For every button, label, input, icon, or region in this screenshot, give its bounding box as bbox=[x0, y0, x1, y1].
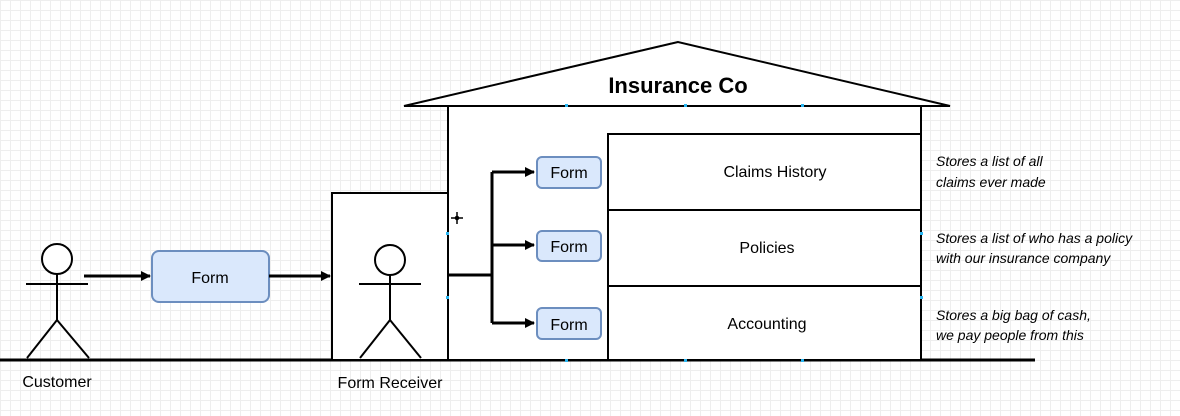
policies-form-box bbox=[536, 230, 602, 262]
accounting-form-box bbox=[536, 307, 602, 340]
department-table bbox=[607, 133, 922, 361]
connection-handles bbox=[446, 104, 923, 362]
move-cursor-icon bbox=[451, 212, 463, 224]
form-receiver-icon bbox=[359, 244, 422, 359]
note-policies-line-1: Stores a list of who has a policy bbox=[936, 230, 1133, 246]
note-claims-line-1: Stores a list of all bbox=[936, 153, 1043, 169]
note-accounting-line-1: Stores a big bag of cash, bbox=[936, 307, 1091, 323]
form-receiver-label: Form Receiver bbox=[338, 375, 444, 392]
claims-form-label: Form bbox=[550, 165, 587, 182]
claims-form-box bbox=[536, 156, 602, 189]
department-claims-history: Claims History bbox=[723, 164, 826, 181]
customer-form-label: Form bbox=[191, 270, 228, 287]
customer-label: Customer bbox=[22, 374, 92, 391]
note-policies-line-2: with our insurance company bbox=[936, 250, 1111, 266]
department-policies: Policies bbox=[739, 240, 794, 257]
note-claims-line-2: claims ever made bbox=[936, 174, 1046, 190]
accounting-form-label: Form bbox=[550, 317, 587, 334]
department-accounting: Accounting bbox=[727, 316, 806, 333]
building-title: Insurance Co bbox=[608, 73, 747, 98]
customer-icon bbox=[26, 243, 90, 359]
note-accounting-line-2: we pay people from this bbox=[936, 327, 1084, 343]
branch-connector bbox=[448, 167, 535, 328]
policies-form-label: Form bbox=[550, 239, 587, 256]
